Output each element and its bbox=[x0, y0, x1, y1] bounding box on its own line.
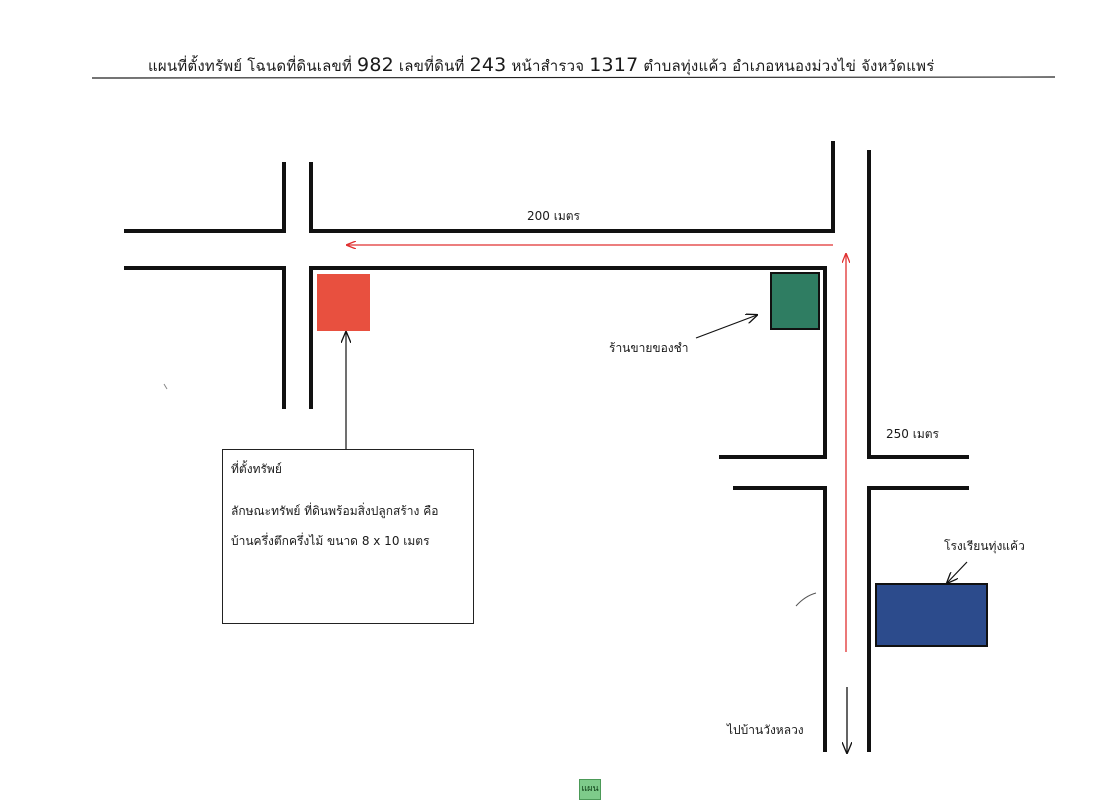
title-prefix: แผนที่ตั้งทรัพย์ โฉนดที่ดินเลขที่ bbox=[148, 57, 353, 75]
map-title: แผนที่ตั้งทรัพย์ โฉนดที่ดินเลขที่ 982 เล… bbox=[148, 54, 934, 78]
roads bbox=[124, 141, 969, 752]
distance-label-200: 200 เมตร bbox=[527, 209, 580, 223]
school-label: โรงเรียนทุ่งแค้ว bbox=[944, 539, 1025, 553]
building-size: 8 x 10 เมตร bbox=[361, 534, 430, 548]
village-direction-label: ไปบ้านวังหลวง bbox=[727, 723, 804, 737]
land-number: 243 bbox=[469, 54, 507, 76]
property-info-box: ที่ตั้งทรัพย์ ลักษณะทรัพย์ ที่ดินพร้อมสิ… bbox=[222, 449, 474, 624]
title-location: ตำบลทุ่งแค้ว อำเภอหนองม่วงไข่ จังหวัดแพร… bbox=[643, 57, 935, 75]
scan-mark-2 bbox=[163, 383, 168, 390]
distance-label-250: 250 เมตร bbox=[886, 427, 939, 441]
deed-number: 982 bbox=[357, 54, 394, 76]
road-right-outer-edge bbox=[867, 150, 969, 459]
property-building: บ้านครึ่งตึกครึ่งไม้ ขนาด 8 x 10 เมตร bbox=[231, 532, 430, 551]
survey-label: หน้าสำรวจ bbox=[511, 57, 585, 75]
scan-mark bbox=[795, 592, 817, 607]
road-left-lower-edge bbox=[124, 266, 286, 409]
road-branch-lower-edge bbox=[733, 486, 827, 752]
school-pointer-arrow bbox=[947, 561, 968, 583]
property-description: ลักษณะทรัพย์ ที่ดินพร้อมสิ่งปลูกสร้าง คื… bbox=[231, 504, 439, 518]
road-main-lower-edge bbox=[309, 266, 827, 459]
road-main-upper-edge bbox=[309, 141, 835, 233]
school-marker bbox=[875, 583, 988, 647]
title-underline bbox=[91, 76, 1056, 79]
building-type: บ้านครึ่งตึกครึ่งไม้ ขนาด bbox=[231, 534, 358, 548]
stamp-tab: แผน bbox=[579, 779, 601, 800]
survey-number: 1317 bbox=[589, 54, 639, 76]
property-heading: ที่ตั้งทรัพย์ bbox=[231, 462, 282, 476]
land-number-label: เลขที่ดินที่ bbox=[398, 57, 465, 75]
road-left-upper-edge bbox=[124, 162, 286, 233]
property-marker bbox=[317, 274, 370, 331]
shop-marker bbox=[770, 272, 820, 330]
shop-label: ร้านขายของชำ bbox=[609, 341, 689, 355]
road-right-bottom-edge bbox=[867, 486, 969, 752]
shop-pointer-arrow bbox=[695, 315, 757, 339]
